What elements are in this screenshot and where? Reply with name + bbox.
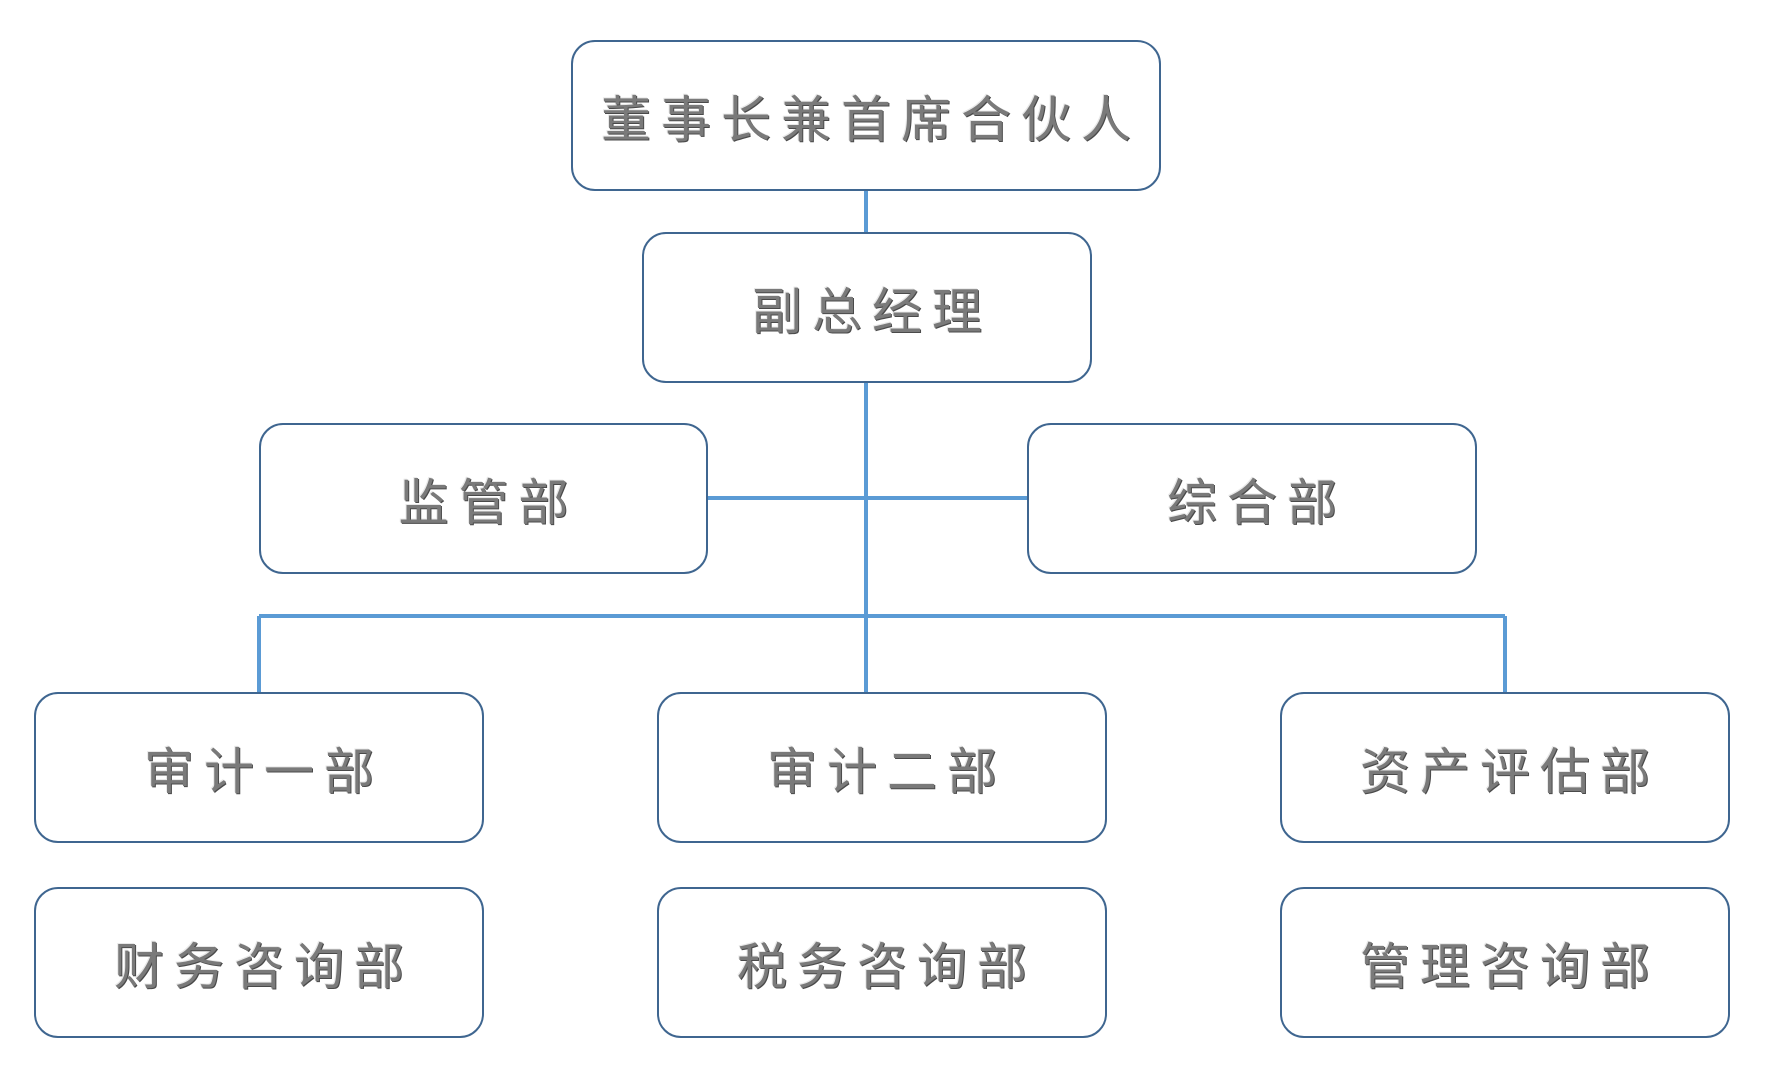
management-consulting-dept-label: 管理咨询部 (1360, 937, 1660, 996)
financial-consulting-dept-box: 财务咨询部 (34, 887, 484, 1038)
general-dept-box: 综合部 (1027, 423, 1477, 574)
asset-valuation-dept-label: 资产评估部 (1360, 742, 1660, 801)
deputy-gm-box: 副总经理 (642, 232, 1092, 383)
tax-consulting-dept-box: 税务咨询部 (657, 887, 1107, 1038)
audit-dept-2-label: 审计二部 (767, 742, 1007, 801)
audit-dept-2-box: 审计二部 (657, 692, 1107, 843)
chairman-box: 董事长兼首席合伙人 (571, 40, 1161, 191)
financial-consulting-dept-label: 财务咨询部 (114, 937, 414, 996)
tax-consulting-dept-label: 税务咨询部 (737, 937, 1037, 996)
supervision-dept-label: 监管部 (398, 473, 579, 532)
general-dept-label: 综合部 (1167, 473, 1347, 532)
audit-dept-1-label: 审计一部 (144, 742, 384, 801)
asset-valuation-dept-box: 资产评估部 (1280, 692, 1730, 843)
supervision-dept-box: 监管部 (259, 423, 708, 574)
deputy-gm-label: 副总经理 (752, 282, 992, 341)
audit-dept-1-box: 审计一部 (34, 692, 484, 843)
chairman-label: 董事长兼首席合伙人 (601, 90, 1141, 149)
management-consulting-dept-box: 管理咨询部 (1280, 887, 1730, 1038)
